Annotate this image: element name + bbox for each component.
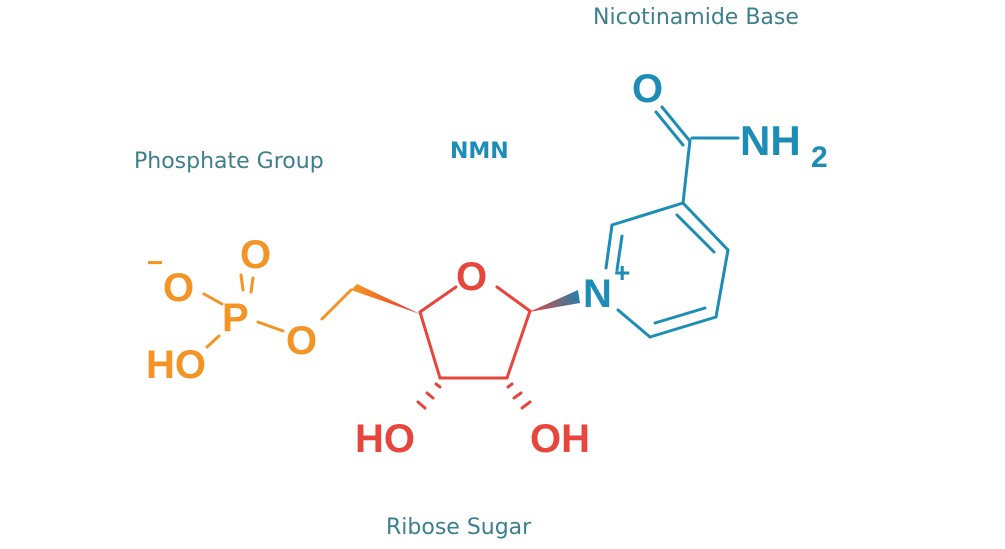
ring-bond-6-inner <box>675 213 716 254</box>
atom-amide-n: NH <box>740 117 801 164</box>
atom-phosphorus: P <box>222 296 249 340</box>
ribose-sugar-label: Ribose Sugar <box>386 515 532 540</box>
wedge-bond-c1-n <box>529 290 580 312</box>
ring-bond-4 <box>648 315 718 339</box>
atom-phosphate-minus: − <box>147 247 163 278</box>
nicotinamide-group <box>604 105 740 339</box>
atom-ring-o: O <box>456 255 487 299</box>
bond-p-o-double-2 <box>249 276 255 294</box>
bond-ester-ch2 <box>320 288 353 321</box>
atom-phosphate-oh: HO <box>146 343 206 387</box>
nicotinamide-base-label: Nicotinamide Base <box>593 5 799 30</box>
ring-bond-3 <box>616 308 652 339</box>
ring-bond-4-inner <box>653 306 707 325</box>
atom-phosphate-o-double: O <box>240 233 271 277</box>
bond-carbonyl-1 <box>660 105 691 142</box>
wedge-bond-c5 <box>351 284 420 314</box>
atom-ribose-oh-right: OH <box>530 417 590 461</box>
bond-carbonyl-2 <box>654 110 685 147</box>
bond-p-ester-o <box>256 320 285 333</box>
atom-phosphate-o-minus: O <box>163 266 194 310</box>
bond-o-c1 <box>495 285 532 313</box>
hashed-bonds <box>416 382 532 410</box>
atom-ribose-ho-left: HO <box>355 417 415 461</box>
bond-o-minus-p <box>202 292 224 306</box>
phosphate-bonds <box>202 273 353 349</box>
bond-c4-o <box>418 285 458 314</box>
bond-c3-c4 <box>418 310 442 380</box>
bond-p-o-double-1 <box>239 273 245 292</box>
atom-ring-n-charge: + <box>614 257 630 288</box>
molecule-name: NMN <box>450 139 509 164</box>
bond-c-ring <box>681 138 692 205</box>
phosphate-group-label: Phosphate Group <box>134 149 324 174</box>
ring-bond-6 <box>681 201 730 252</box>
atom-ester-o: O <box>286 319 317 363</box>
ribose-bonds <box>418 285 532 380</box>
ring-bond-2-inner <box>615 234 624 272</box>
atom-amide-subscript: 2 <box>811 141 828 174</box>
ring-bond-2 <box>604 223 614 270</box>
bond-c1-c2 <box>505 309 532 380</box>
atom-ring-n: N <box>583 272 612 316</box>
bond-p-oh <box>205 334 221 349</box>
ring-bond-5 <box>714 248 730 319</box>
ring-bond-1 <box>610 201 685 227</box>
atom-carbonyl-o: O <box>632 67 663 111</box>
